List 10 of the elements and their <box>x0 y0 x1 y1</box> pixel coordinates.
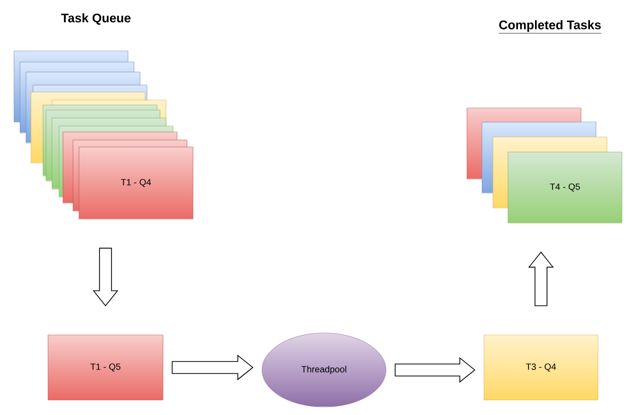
arrow <box>172 354 254 380</box>
heading: Task Queue <box>61 13 131 25</box>
task-card: T3 - Q4 <box>484 334 598 400</box>
task-card: T1 - Q4 <box>78 146 194 220</box>
task-card: T1 - Q5 <box>48 334 164 400</box>
heading: Completed Tasks <box>498 20 602 34</box>
arrow <box>92 248 118 306</box>
arrow <box>528 252 554 306</box>
arrow <box>394 357 476 383</box>
task-card: T4 - Q5 <box>508 152 622 224</box>
